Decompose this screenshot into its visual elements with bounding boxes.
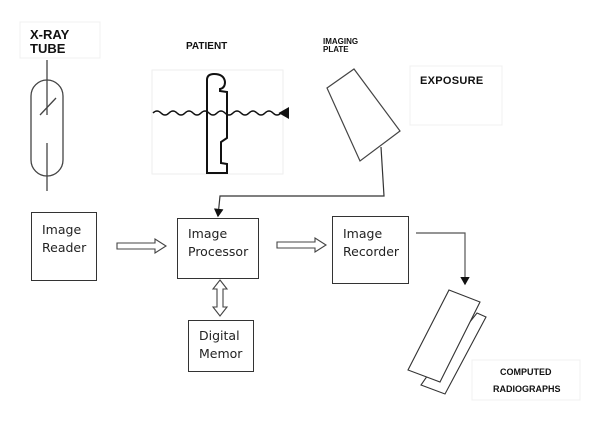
image-reader-block: Image Reader [31, 212, 97, 281]
processor-memory-arrow [211, 279, 229, 317]
imaging-plate-label-line: IMAGING [323, 37, 359, 46]
imaging-plate-icon [326, 68, 401, 162]
reader-to-processor-arrow [116, 237, 168, 255]
xray-tube-label: X-RAY TUBE [30, 28, 69, 55]
image-processor-block: Image Processor [177, 218, 259, 279]
block-label: Processor [188, 244, 249, 260]
processor-to-recorder-arrow [276, 236, 328, 254]
block-label: Image [42, 222, 82, 237]
imaging-plate-label-line: PLATE [323, 45, 349, 55]
recorder-to-radiographs-arrow [416, 232, 470, 286]
computed-radiographs-label: COMPUTED RADIOGRAPHS [493, 364, 561, 398]
block-label: Digital [199, 328, 240, 343]
patient-label: PATIENT [186, 41, 228, 52]
xray-tube-label-line: X-RAY [30, 27, 70, 42]
imaging-plate-label: IMAGING PLATE [323, 37, 359, 55]
xray-tube-icon [30, 60, 64, 191]
computed-radiographs-label-line: COMPUTED [500, 367, 552, 377]
radiograph-films-icon [407, 289, 487, 395]
block-label: Reader [42, 240, 87, 256]
block-label: Recorder [343, 244, 400, 260]
plate-to-processor-arrow [213, 146, 385, 218]
block-label: Memor [199, 346, 243, 362]
computed-radiographs-label-line: RADIOGRAPHS [493, 384, 561, 395]
xray-tube-label-line: TUBE [30, 40, 66, 56]
block-label: Image [188, 226, 228, 241]
xray-wave-icon [152, 107, 289, 119]
block-label: Image [343, 226, 383, 241]
patient-figure-icon [206, 72, 228, 174]
digital-memory-block: Digital Memor [188, 320, 254, 372]
patient-frame [151, 69, 284, 175]
exposure-label: EXPOSURE [420, 75, 484, 87]
image-recorder-block: Image Recorder [332, 216, 409, 284]
